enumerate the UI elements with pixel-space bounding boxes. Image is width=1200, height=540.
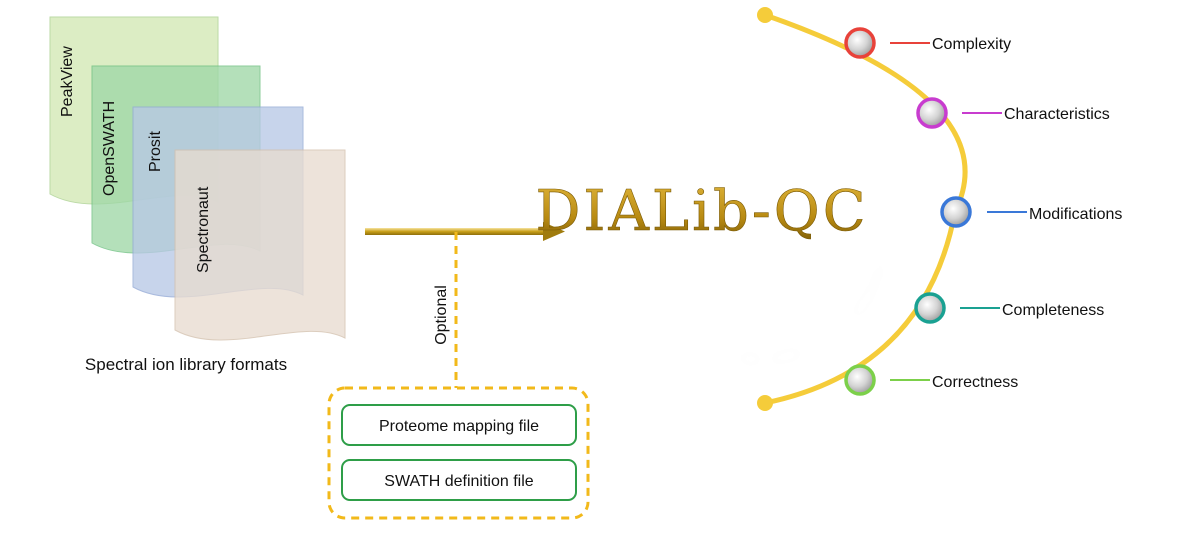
format-label: Spectronaut [195,186,212,273]
optional-label: Optional [433,285,450,345]
optional-files-group [327,386,590,520]
format-doc-spectronaut: Spectronaut [174,149,346,341]
criterion-label: Complexity [932,36,1011,53]
criterion-node [940,196,972,228]
library-caption: Spectral ion library formats [85,355,287,374]
optional-file-1-label: Proteome mapping file [379,418,539,435]
format-label: Prosit [147,131,164,172]
criterion-characteristics: Characteristics [916,97,1110,129]
optional-file-2-label: SWATH definition file [384,473,533,490]
tool-title: DIALib-QC [535,179,868,244]
criterion-node [844,27,876,59]
format-label: PeakView [59,46,76,117]
optional-file-2-box: SWATH definition file [341,459,577,501]
arc-start-dot [757,7,773,23]
criterion-node [844,364,876,396]
arc-end-dot [757,395,773,411]
criterion-completeness: Completeness [914,292,1104,324]
criterion-correctness: Correctness [844,364,1018,396]
criterion-label: Completeness [1002,302,1104,319]
criterion-label: Characteristics [1004,106,1110,123]
criterion-node [914,292,946,324]
criterion-label: Correctness [932,374,1018,391]
main-arrow [365,222,565,241]
format-label: OpenSWATH [101,101,118,196]
criterion-complexity: Complexity [844,27,1011,59]
criterion-modifications: Modifications [940,196,1122,228]
optional-file-1-box: Proteome mapping file [341,404,577,446]
criterion-label: Modifications [1029,206,1122,223]
swirl-decoration [680,140,895,360]
criterion-node [916,97,948,129]
criteria-list: ComplexityCharacteristicsModificationsCo… [844,27,1122,396]
